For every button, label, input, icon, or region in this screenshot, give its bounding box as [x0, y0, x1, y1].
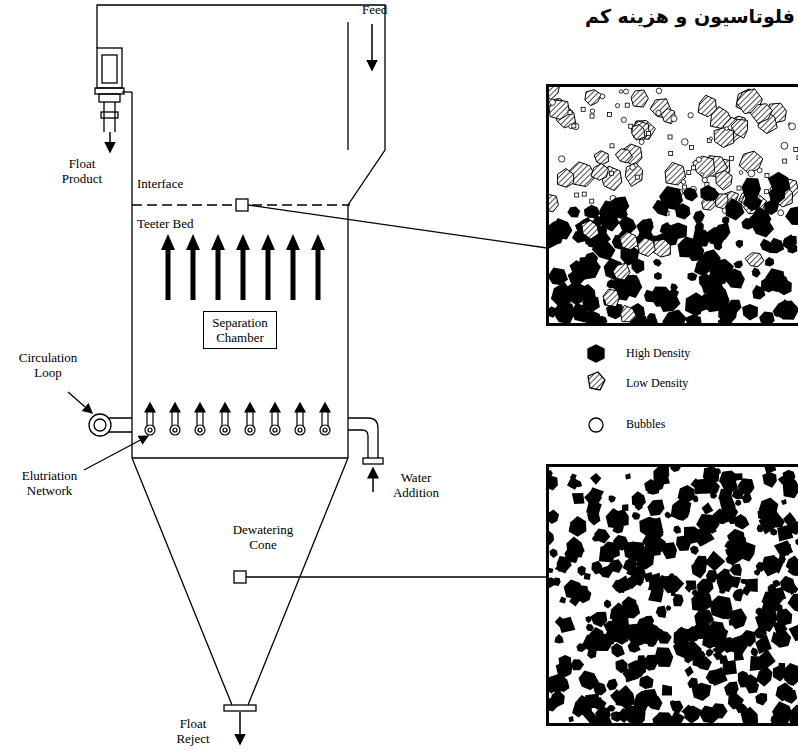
watermark-heading: فلوتاسیون و هزینه کم [470, 4, 795, 28]
part-label: Teeter Bed [137, 216, 227, 231]
box-text: Separation Chamber [208, 315, 272, 345]
legend-text: Low Density [626, 376, 688, 391]
part-label: Feed [362, 2, 422, 17]
part-label: Float Reject [168, 716, 218, 746]
part-label: Circulation Loop [18, 350, 78, 380]
part-label: Water Addition [386, 470, 446, 500]
legend-text: Bubbles [626, 417, 665, 432]
legend-text: High Density [626, 346, 690, 361]
part-label: Dewatering Cone [228, 522, 298, 552]
chamber-box: Separation Chamber [203, 311, 277, 349]
part-label: Float Product [52, 156, 112, 186]
part-label: Elutriation Network [12, 468, 87, 498]
part-label: Interface [137, 176, 217, 191]
